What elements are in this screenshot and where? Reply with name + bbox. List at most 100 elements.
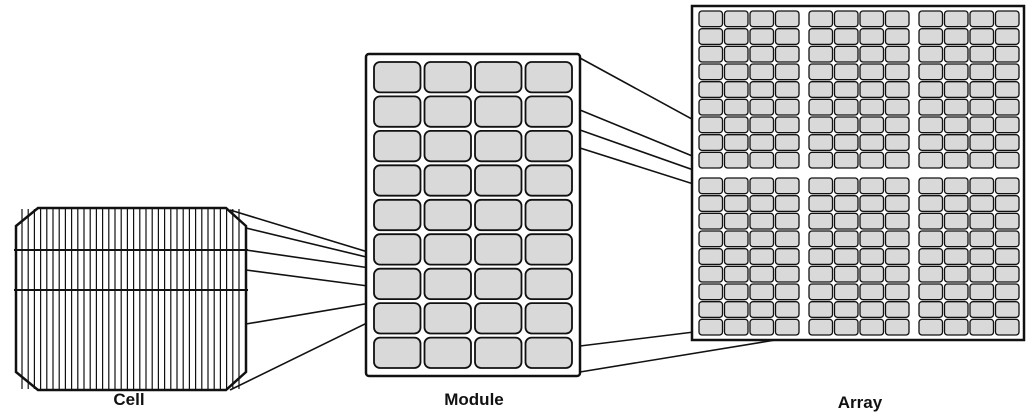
array-cell xyxy=(994,116,1020,134)
array-cell xyxy=(859,318,885,336)
array-cell xyxy=(884,98,910,116)
array-cell xyxy=(994,318,1020,336)
array-module-panel xyxy=(918,10,1020,169)
array-cell xyxy=(918,195,944,213)
module-cell xyxy=(474,336,523,369)
array-cell xyxy=(723,265,749,283)
array-cell xyxy=(833,10,859,28)
array-cell xyxy=(994,265,1020,283)
array-cell xyxy=(723,81,749,99)
array-cell xyxy=(774,134,800,152)
array-cell xyxy=(749,230,775,248)
array-cell xyxy=(884,63,910,81)
array-cell xyxy=(833,63,859,81)
array-cell xyxy=(884,28,910,46)
array-cell xyxy=(943,265,969,283)
array-cell xyxy=(969,248,995,266)
array-cell xyxy=(698,81,724,99)
array-cell xyxy=(698,318,724,336)
array-cell xyxy=(859,177,885,195)
array-cell xyxy=(918,81,944,99)
cell-illustration xyxy=(14,206,248,392)
array-cell xyxy=(749,98,775,116)
module-cell xyxy=(524,302,573,335)
array-cell xyxy=(749,212,775,230)
array-cell xyxy=(859,212,885,230)
array-cell xyxy=(859,28,885,46)
array-cell xyxy=(943,283,969,301)
array-cell xyxy=(808,81,834,99)
array-cell xyxy=(994,230,1020,248)
array-cell xyxy=(943,230,969,248)
module-cell xyxy=(423,233,472,266)
array-cell xyxy=(808,283,834,301)
module-cell xyxy=(423,198,472,232)
array-cell xyxy=(808,151,834,169)
array-cell xyxy=(808,195,834,213)
module-cell xyxy=(373,198,422,232)
array-cell xyxy=(774,28,800,46)
array-cell xyxy=(833,98,859,116)
array-cell xyxy=(833,265,859,283)
array-cell xyxy=(969,98,995,116)
module-cell xyxy=(423,61,472,94)
module-cell xyxy=(373,302,422,335)
array-cell xyxy=(808,301,834,319)
array-cell xyxy=(994,248,1020,266)
array-cell xyxy=(884,318,910,336)
array-cell xyxy=(698,63,724,81)
array-cell xyxy=(723,318,749,336)
module-cell xyxy=(373,95,422,128)
array-cell xyxy=(808,177,834,195)
array-cell xyxy=(698,28,724,46)
module-cell xyxy=(474,95,523,128)
array-cell xyxy=(698,248,724,266)
array-cell xyxy=(774,63,800,81)
array-cell xyxy=(774,45,800,63)
array-module-panel xyxy=(808,10,910,169)
array-cell xyxy=(918,45,944,63)
array-cell xyxy=(943,45,969,63)
module-cell xyxy=(423,336,472,369)
array-cell xyxy=(698,230,724,248)
array-cell xyxy=(969,151,995,169)
array-cell xyxy=(723,98,749,116)
array-cell xyxy=(918,134,944,152)
array-cell xyxy=(859,265,885,283)
array-cell xyxy=(859,134,885,152)
array-cell xyxy=(833,134,859,152)
array-cell xyxy=(749,248,775,266)
array-cell xyxy=(723,283,749,301)
array-cell xyxy=(943,134,969,152)
array-cell xyxy=(698,98,724,116)
array-cell xyxy=(884,212,910,230)
array-cell xyxy=(884,177,910,195)
array-cell xyxy=(698,283,724,301)
array-cell xyxy=(833,28,859,46)
module-cell xyxy=(373,164,422,197)
array-cell xyxy=(808,212,834,230)
array-cell xyxy=(969,177,995,195)
array-cell xyxy=(884,134,910,152)
module-cell xyxy=(373,233,422,266)
array-cell xyxy=(833,195,859,213)
array-cell xyxy=(723,248,749,266)
array-cell xyxy=(833,45,859,63)
array-cell xyxy=(859,151,885,169)
array-illustration xyxy=(690,4,1026,342)
array-cell xyxy=(994,28,1020,46)
array-cell xyxy=(884,265,910,283)
array-module-panel xyxy=(918,177,1020,336)
array-cell xyxy=(918,301,944,319)
array-cell xyxy=(774,212,800,230)
array-panel-grid xyxy=(698,10,1020,336)
array-cell xyxy=(884,151,910,169)
array-cell xyxy=(723,63,749,81)
array-cell xyxy=(884,10,910,28)
array-cell xyxy=(749,45,775,63)
array-cell xyxy=(723,45,749,63)
array-cell xyxy=(723,116,749,134)
array-cell xyxy=(994,10,1020,28)
array-cell xyxy=(969,134,995,152)
array-cell xyxy=(918,212,944,230)
